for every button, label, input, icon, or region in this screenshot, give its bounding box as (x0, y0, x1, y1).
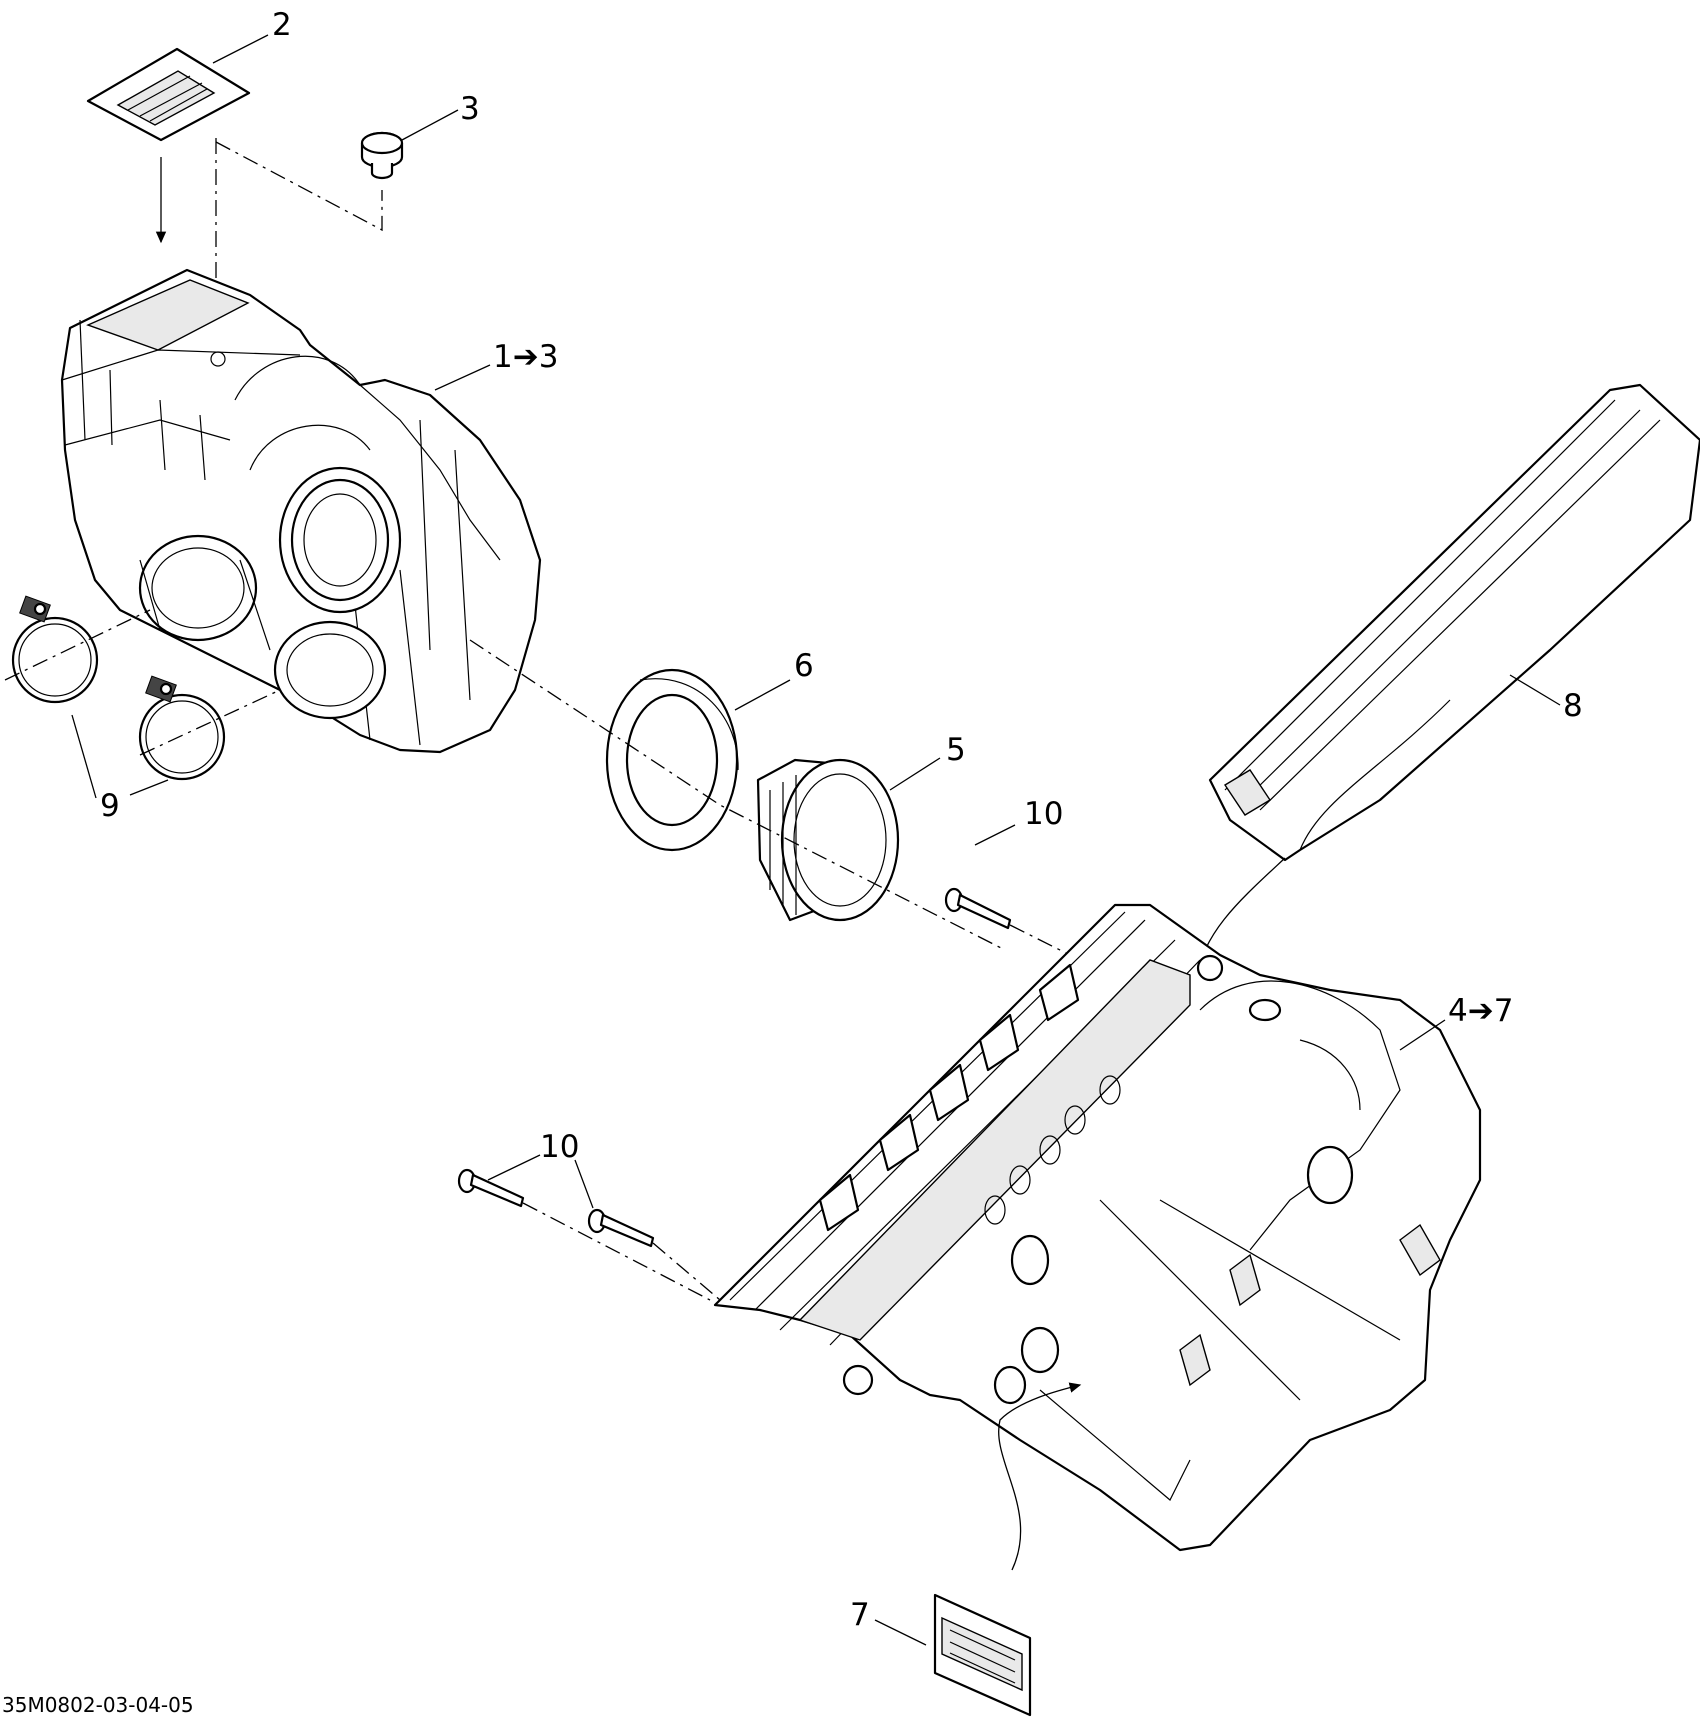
callout-10-left: 10 (540, 1129, 579, 1165)
callout-6: 6 (794, 648, 814, 684)
callout-7: 7 (850, 1597, 870, 1633)
leader-lines (71, 34, 1561, 1646)
grommet-part-3 (360, 131, 404, 180)
dash-clamp-b (139, 689, 281, 756)
callout-2: 2 (272, 7, 292, 43)
dash-airbox-to-adapter (469, 639, 1006, 951)
pin-part-10-left-a (457, 1168, 525, 1208)
callout-1: 1➔3 (493, 339, 558, 375)
pin-part-10-top (944, 887, 1012, 930)
housing-part-4 (713, 903, 1482, 1552)
dash-grommet (215, 141, 383, 232)
dash-clamp-a (4, 609, 151, 681)
callout-10-top: 10 (1024, 796, 1063, 832)
clamp-part-9-b (138, 675, 226, 781)
callout-3: 3 (460, 91, 480, 127)
callout-5: 5 (946, 732, 966, 768)
rail-cover-part-8 (1208, 383, 1700, 862)
figure-code: 35M0802-03-04-05 (2, 1693, 194, 1717)
decal-part-2 (86, 47, 251, 142)
dash-pin-left-b (652, 1242, 721, 1301)
callout-9: 9 (100, 788, 120, 824)
callout-8: 8 (1563, 688, 1583, 724)
seal-ring-part-6 (605, 668, 739, 852)
arrow-decal-7-to-housing (998, 1382, 1082, 1571)
dash-pin-left-a (522, 1202, 711, 1301)
decal-part-7 (933, 1593, 1032, 1717)
airbox-part-1 (60, 268, 542, 754)
callout-4: 4➔7 (1448, 993, 1513, 1029)
pin-part-10-left-b (587, 1208, 655, 1248)
clamp-part-9-a (11, 595, 99, 704)
adapter-part-5 (756, 758, 900, 922)
